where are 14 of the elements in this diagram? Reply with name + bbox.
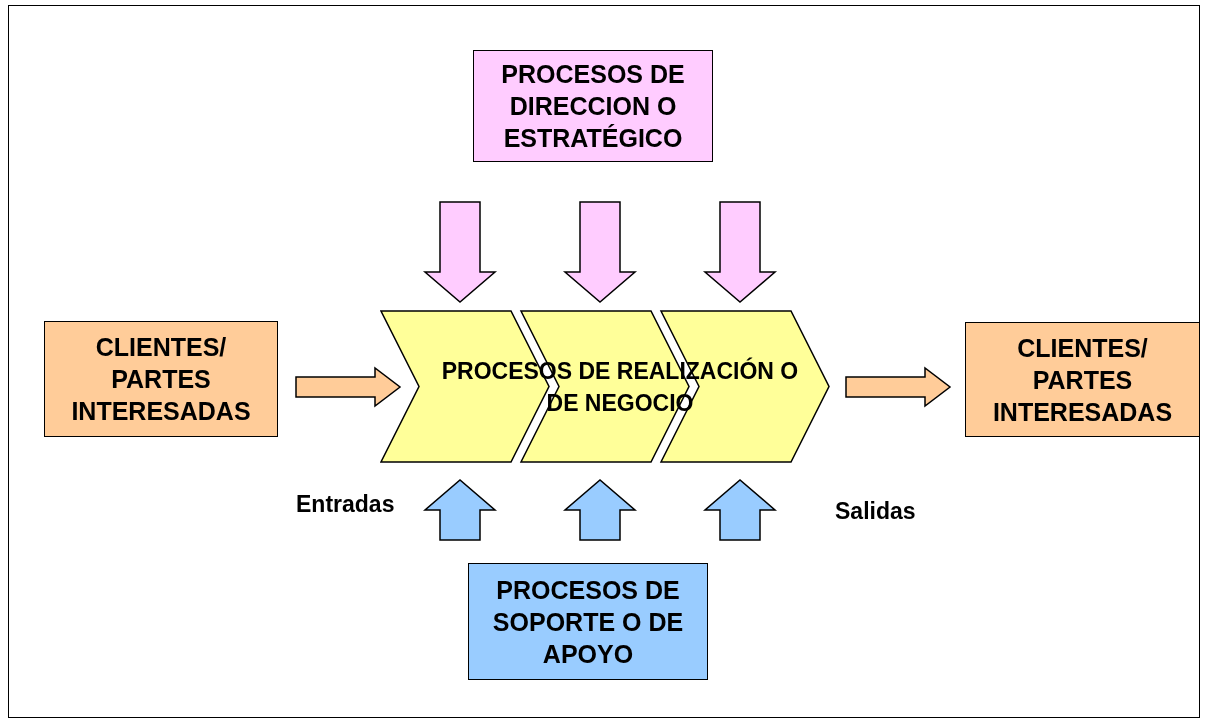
block-arrow	[702, 479, 778, 541]
flow-label: Salidas	[835, 497, 916, 526]
process-box: PROCESOS DE SOPORTE O DE APOYO	[468, 563, 708, 680]
block-arrow	[422, 479, 498, 541]
block-arrow	[845, 366, 952, 408]
process-box: CLIENTES/ PARTES INTERESADAS	[44, 321, 278, 437]
block-arrow	[295, 366, 402, 408]
block-arrow	[562, 479, 638, 541]
block-arrow	[422, 201, 498, 303]
process-box: CLIENTES/ PARTES INTERESADAS	[965, 322, 1200, 437]
flow-label: Entradas	[296, 490, 395, 519]
block-arrow	[702, 201, 778, 303]
block-arrow	[562, 201, 638, 303]
process-box: PROCESOS DE DIRECCION O ESTRATÉGICO	[473, 50, 713, 162]
